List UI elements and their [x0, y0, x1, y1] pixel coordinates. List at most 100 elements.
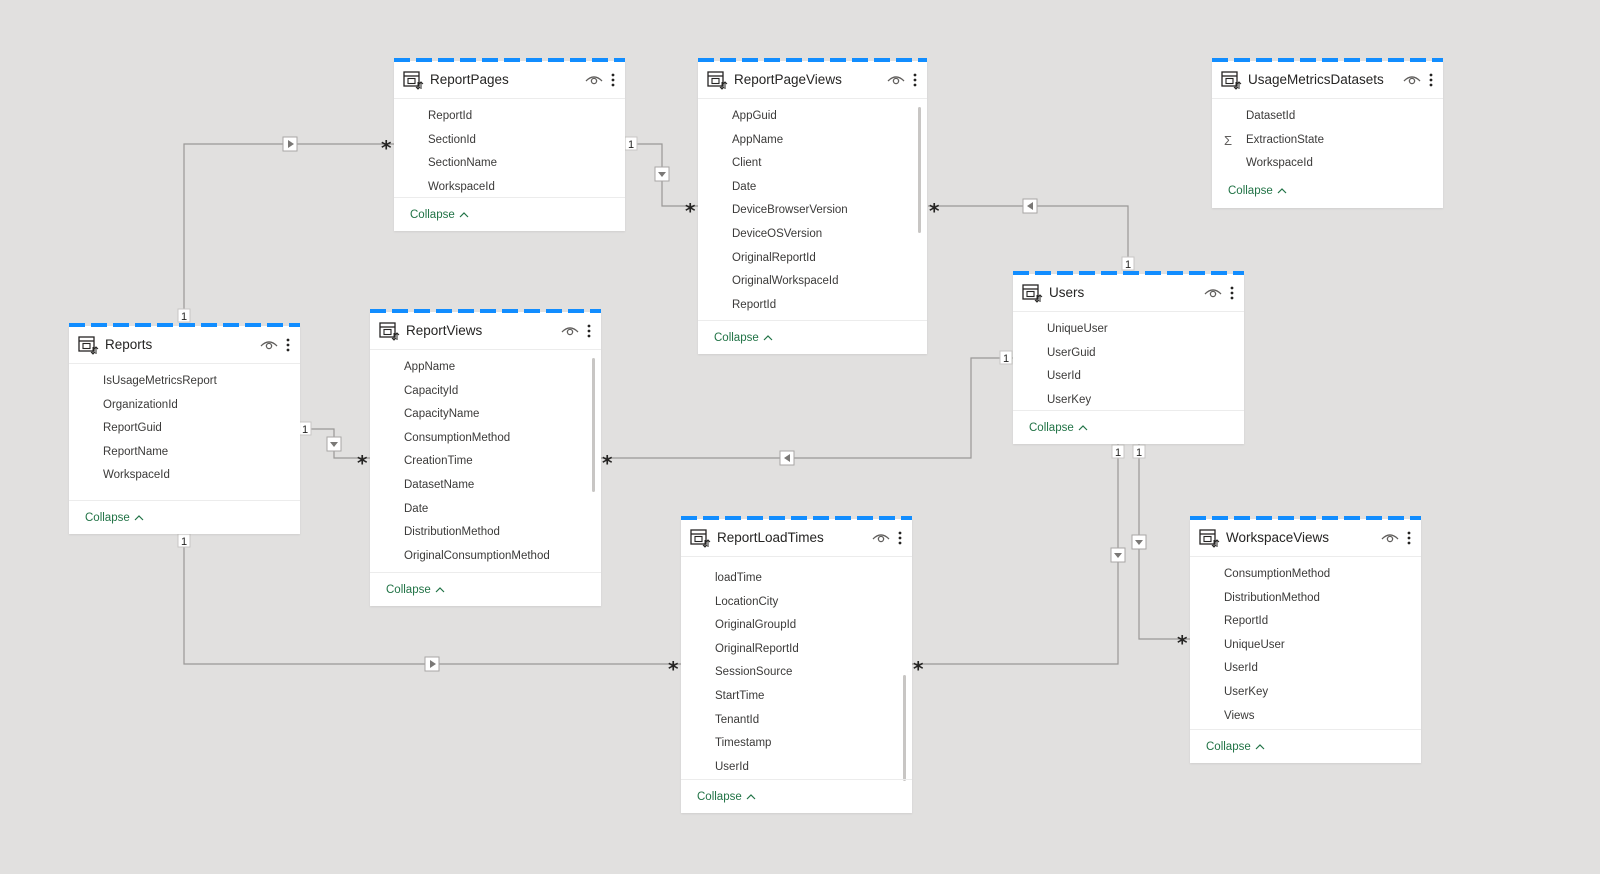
field-list-scrollbar[interactable] — [903, 675, 906, 781]
field-item[interactable]: UniqueUser — [1224, 638, 1285, 651]
field-item[interactable]: TenantId — [715, 713, 760, 726]
table-title: WorkspaceViews — [1226, 530, 1330, 545]
field-item[interactable]: WorkspaceId — [103, 469, 170, 482]
field-item[interactable]: ReportId — [732, 298, 777, 311]
field-item[interactable]: AppGuid — [732, 110, 777, 122]
field-item[interactable]: Client — [732, 157, 762, 170]
collapse-button[interactable]: Collapse — [1206, 741, 1265, 753]
table-card-reportviews[interactable]: ReportViews AppName CapacityId CapacityN… — [370, 309, 601, 606]
field-item[interactable]: CapacityId — [404, 384, 459, 397]
collapse-button[interactable]: Collapse — [85, 512, 144, 524]
more-options-icon[interactable] — [913, 73, 917, 87]
field-item[interactable]: DistributionMethod — [404, 526, 500, 539]
field-item[interactable]: AppName — [404, 361, 456, 373]
visibility-eye-icon[interactable] — [561, 325, 579, 337]
table-icon — [379, 321, 400, 341]
field-item[interactable]: CreationTime — [404, 455, 473, 468]
collapse-button[interactable]: Collapse — [697, 791, 756, 803]
field-item[interactable]: OriginalGroupId — [715, 619, 797, 632]
table-card-reports[interactable]: Reports IsUsageMetricsReport Organizatio… — [69, 323, 300, 534]
collapse-label: Collapse — [714, 331, 759, 344]
cardinality-one: 1 — [628, 139, 634, 151]
visibility-eye-icon[interactable] — [1204, 287, 1222, 299]
table-card-reportloadtimes[interactable]: ReportLoadTimes loadTime LocationCity Or… — [681, 516, 912, 813]
field-list-scrollbar[interactable] — [918, 107, 921, 233]
field-item[interactable]: LocationCity — [715, 595, 779, 608]
table-header[interactable]: Reports — [69, 326, 300, 364]
collapse-button[interactable]: Collapse — [410, 209, 469, 221]
collapse-button[interactable]: Collapse — [386, 584, 445, 596]
visibility-eye-icon[interactable] — [1381, 532, 1399, 544]
field-item[interactable]: Views — [1224, 709, 1255, 722]
field-item[interactable]: ReportId — [1224, 615, 1269, 628]
field-item[interactable]: SessionSource — [715, 666, 793, 679]
more-options-icon[interactable] — [1407, 531, 1411, 545]
field-item[interactable]: UserId — [1047, 370, 1081, 383]
table-card-users[interactable]: Users UniqueUser UserGuid UserId UserKey… — [1013, 271, 1244, 444]
field-item[interactable]: UserId — [715, 760, 749, 773]
field-item[interactable]: Timestamp — [715, 737, 772, 750]
visibility-eye-icon[interactable] — [887, 74, 905, 86]
field-item[interactable]: DistributionMethod — [1224, 591, 1320, 604]
table-header[interactable]: ReportViews — [370, 312, 601, 350]
field-item[interactable]: loadTime — [715, 572, 762, 584]
table-card-workspaceviews[interactable]: WorkspaceViews ConsumptionMethod Distrib… — [1190, 516, 1421, 763]
table-header[interactable]: WorkspaceViews — [1190, 519, 1421, 557]
field-item[interactable]: DatasetId — [1246, 110, 1296, 122]
field-item[interactable]: Date — [404, 502, 429, 515]
field-item[interactable]: DeviceBrowserVersion — [732, 204, 848, 217]
table-accent-stripe — [1190, 516, 1421, 520]
field-item[interactable]: WorkspaceId — [428, 180, 495, 193]
field-item[interactable]: ReportGuid — [103, 422, 162, 435]
table-card-reportpageviews[interactable]: ReportPageViews AppGuid AppName Client D… — [698, 58, 927, 354]
field-item[interactable]: SectionName — [428, 157, 498, 170]
more-options-icon[interactable] — [1230, 286, 1234, 300]
field-item[interactable]: Date — [732, 180, 757, 193]
field-item[interactable]: OriginalWorkspaceId — [732, 275, 839, 288]
collapse-button[interactable]: Collapse — [1029, 422, 1088, 434]
field-item[interactable]: ReportId — [428, 110, 473, 122]
field-item[interactable]: SectionId — [428, 133, 476, 146]
visibility-eye-icon[interactable] — [585, 74, 603, 86]
visibility-eye-icon[interactable] — [872, 532, 890, 544]
table-header[interactable]: ReportPages — [394, 61, 625, 99]
field-item[interactable]: OriginalReportId — [715, 642, 799, 655]
table-header[interactable]: ReportLoadTimes — [681, 519, 912, 557]
collapse-button[interactable]: Collapse — [1228, 185, 1287, 197]
field-item[interactable]: OrganizationId — [103, 398, 178, 411]
visibility-eye-icon[interactable] — [1403, 74, 1421, 86]
field-item[interactable]: UserKey — [1224, 685, 1269, 698]
field-item[interactable]: CapacityName — [404, 408, 480, 421]
collapse-button[interactable]: Collapse — [714, 332, 773, 344]
field-item[interactable]: DatasetName — [404, 478, 475, 491]
more-options-icon[interactable] — [611, 73, 615, 87]
field-item[interactable]: UserGuid — [1047, 346, 1096, 359]
field-item[interactable]: AppName — [732, 133, 784, 146]
more-options-icon[interactable] — [286, 338, 290, 352]
field-item[interactable]: ReportName — [103, 445, 169, 458]
table-header[interactable]: Users — [1013, 274, 1244, 312]
field-item[interactable]: UserId — [1224, 662, 1258, 675]
more-options-icon[interactable] — [1429, 73, 1433, 87]
field-list-scrollbar[interactable] — [592, 358, 595, 492]
field-item[interactable]: ConsumptionMethod — [404, 431, 511, 444]
table-header[interactable]: UsageMetricsDatasets — [1212, 61, 1443, 99]
table-icon — [690, 528, 711, 548]
more-options-icon[interactable] — [587, 324, 591, 338]
field-item[interactable]: OriginalConsumptionMethod — [404, 549, 550, 562]
field-item[interactable]: OriginalReportId — [732, 251, 816, 264]
more-options-icon[interactable] — [898, 531, 902, 545]
field-item[interactable]: ConsumptionMethod — [1224, 568, 1331, 580]
field-item[interactable]: StartTime — [715, 689, 765, 702]
table-card-reportpages[interactable]: ReportPages ReportId SectionId SectionNa… — [394, 58, 625, 231]
field-item[interactable]: UserKey — [1047, 393, 1092, 406]
field-item[interactable]: IsUsageMetricsReport — [103, 375, 217, 387]
visibility-eye-icon[interactable] — [260, 339, 278, 351]
field-item[interactable]: UniqueUser — [1047, 323, 1108, 335]
field-item[interactable]: DeviceOSVersion — [732, 227, 823, 240]
table-header[interactable]: ReportPageViews — [698, 61, 927, 99]
field-item[interactable]: WorkspaceId — [1246, 157, 1313, 170]
